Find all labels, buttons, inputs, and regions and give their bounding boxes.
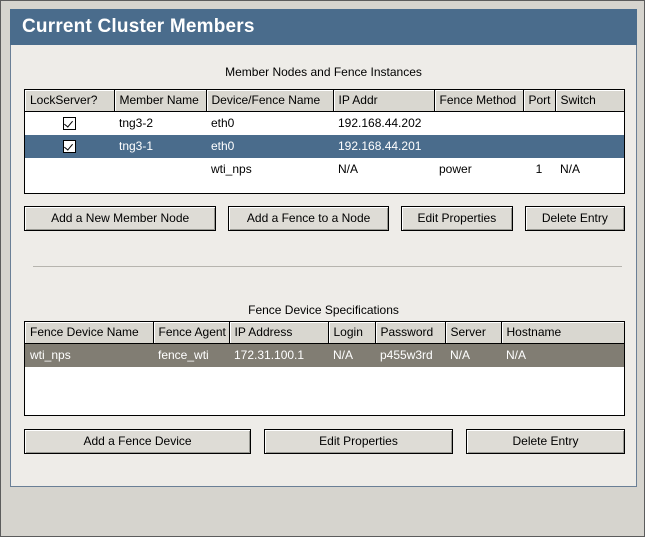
column-header-lockserver[interactable]: LockServer? (25, 90, 115, 112)
column-header-device-fence-name[interactable]: Device/Fence Name (206, 90, 334, 112)
ip-address-cell: 172.31.100.1 (229, 343, 328, 367)
table-row[interactable]: tng3-1 eth0 192.168.44.201 (25, 135, 624, 158)
member-nodes-header-row: LockServer? Member Name Device/Fence Nam… (25, 90, 624, 112)
edit-properties-fence-button[interactable]: Edit Properties (264, 429, 453, 454)
device-fence-name-cell: eth0 (211, 116, 235, 130)
column-header-ip-addr[interactable]: IP Addr (333, 90, 435, 112)
add-fence-device-button[interactable]: Add a Fence Device (24, 429, 251, 454)
column-header-fence-method[interactable]: Fence Method (434, 90, 524, 112)
fence-method-cell (434, 135, 523, 158)
dialog-action-bar: Cancel Back Forward (2, 487, 644, 536)
section-separator (33, 266, 622, 267)
lockserver-cell (25, 158, 114, 181)
members-section-caption: Member Nodes and Fence Instances (225, 65, 422, 79)
page-title: Current Cluster Members (22, 16, 255, 37)
column-header-port[interactable]: Port (523, 90, 556, 112)
table-row[interactable]: wti_nps N/A power 1 N/A (25, 158, 624, 181)
switch-cell (555, 112, 624, 136)
column-header-hostname[interactable]: Hostname (501, 322, 624, 344)
device-fence-name-cell: wti_nps (211, 162, 252, 176)
member-nodes-button-row: Add a New Member Node Add a Fence to a N… (24, 206, 625, 231)
lockserver-cell[interactable] (25, 135, 114, 158)
column-header-login[interactable]: Login (328, 322, 376, 344)
member-nodes-table[interactable]: LockServer? Member Name Device/Fence Nam… (24, 89, 625, 194)
delete-entry-fence-button[interactable]: Delete Entry (466, 429, 625, 454)
content-panel: Member Nodes and Fence Instances LockSer… (10, 45, 637, 487)
server-cell: N/A (445, 343, 501, 367)
fence-devices-table[interactable]: Fence Device Name Fence Agent IP Address… (24, 321, 625, 416)
column-header-switch[interactable]: Switch (555, 90, 624, 112)
lockserver-checkbox[interactable] (63, 140, 76, 154)
ip-addr-cell: N/A (338, 162, 359, 176)
column-header-server[interactable]: Server (445, 322, 502, 344)
column-header-ip-address[interactable]: IP Address (229, 322, 329, 344)
ip-addr-cell: 192.168.44.202 (338, 116, 422, 130)
table-row[interactable]: tng3-2 eth0 192.168.44.202 (25, 112, 624, 136)
port-cell (523, 135, 555, 158)
ip-addr-cell: 192.168.44.201 (333, 135, 434, 158)
fence-devices-header-row: Fence Device Name Fence Agent IP Address… (25, 322, 624, 344)
edit-properties-member-button[interactable]: Edit Properties (400, 206, 513, 231)
column-header-password[interactable]: Password (375, 322, 446, 344)
password-cell: p455w3rd (375, 343, 445, 367)
member-name-cell: tng3-2 (119, 116, 154, 130)
column-header-fence-agent[interactable]: Fence Agent (153, 322, 230, 344)
window-titlebar: Current Cluster Members (10, 9, 637, 45)
fence-method-cell (434, 112, 523, 136)
switch-cell: N/A (560, 162, 581, 176)
fence-devices-button-row: Add a Fence Device Edit Properties Delet… (24, 429, 625, 454)
table-row[interactable]: wti_nps fence_wti 172.31.100.1 N/A p455w… (25, 343, 624, 367)
switch-cell (555, 135, 624, 158)
column-header-fence-device-name[interactable]: Fence Device Name (25, 322, 154, 344)
device-fence-name-cell: eth0 (206, 135, 333, 158)
port-cell (523, 112, 555, 136)
fence-device-name-cell: wti_nps (25, 343, 153, 367)
lockserver-cell[interactable] (25, 112, 114, 136)
column-header-member-name[interactable]: Member Name (114, 90, 207, 112)
fence-section-caption: Fence Device Specifications (248, 303, 399, 317)
login-cell: N/A (328, 343, 375, 367)
member-name-cell: tng3-1 (114, 135, 206, 158)
port-cell: 1 (535, 162, 543, 176)
fence-agent-cell: fence_wti (153, 343, 229, 367)
hostname-cell: N/A (501, 343, 624, 367)
fence-method-cell: power (439, 162, 472, 176)
add-fence-to-node-button[interactable]: Add a Fence to a Node (228, 206, 389, 231)
lockserver-checkbox[interactable] (63, 117, 76, 131)
member-name-cell (114, 158, 206, 181)
delete-entry-member-button[interactable]: Delete Entry (524, 206, 625, 231)
add-new-member-node-button[interactable]: Add a New Member Node (24, 206, 217, 231)
